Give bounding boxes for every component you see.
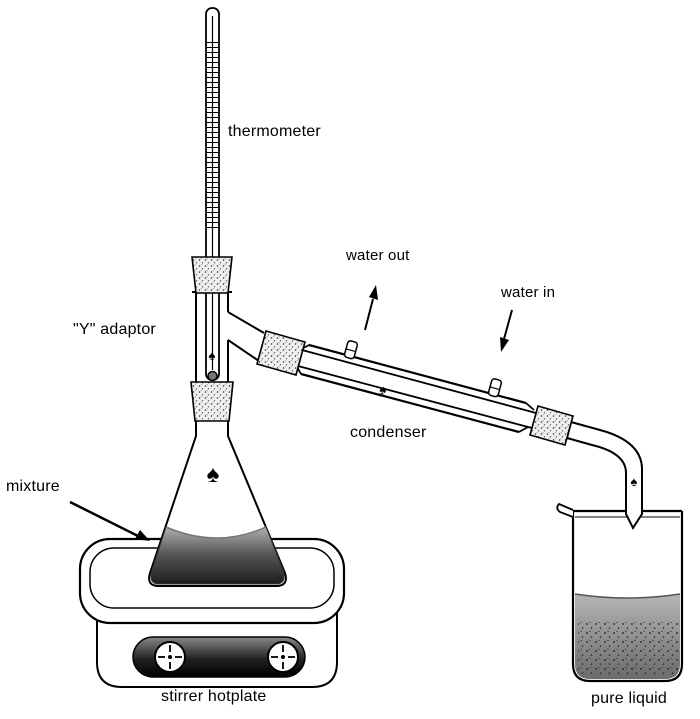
beaker [556,502,684,683]
beaker-liquid-surface [574,593,681,599]
condenser: ♠ [295,340,537,434]
label-y-adaptor: "Y" adaptor [73,321,156,338]
joint-condenser-inlet [256,330,306,376]
erlenmeyer-flask: ♠ [148,418,287,587]
inner-tube-top [301,349,537,414]
arrow-water-out [364,285,378,331]
knob-right [267,641,299,673]
arrow-mixture [69,500,150,541]
joint-flask-neck [190,381,234,422]
label-condenser: condenser [350,424,427,441]
label-pure-liquid: pure liquid [591,690,668,707]
label-mixture: mixture [6,478,60,495]
y-adaptor: ♠ [192,291,265,383]
beaker-spout [556,502,574,518]
side-arm-bottom [227,339,260,362]
side-arm-top [227,311,265,334]
beaker-sediment [578,622,679,674]
water-port-out [343,340,359,360]
label-stirrer-hotplate: stirrer hotplate [161,688,267,705]
label-water-out: water out [346,247,410,264]
thermometer-bulb [207,370,218,382]
arrow-water-in [500,309,513,352]
outlet-logo-icon: ♠ [631,474,638,489]
label-thermometer: thermometer [228,123,321,140]
jacket-bottom [300,372,520,434]
condenser-logo-icon: ♠ [378,382,389,398]
adaptor-logo-icon: ♠ [209,348,216,363]
flask-liquid-surface [165,526,267,539]
water-port-in [487,378,503,398]
joint-condenser-outlet [529,405,574,446]
label-water-in: water in [501,284,556,301]
joint-thermometer [191,256,233,294]
inner-tube-bottom [297,365,533,429]
outlet-tube: ♠ [565,420,643,531]
flask-logo-icon: ♠ [207,461,220,488]
thermometer [205,7,220,382]
knob-left [154,641,186,673]
